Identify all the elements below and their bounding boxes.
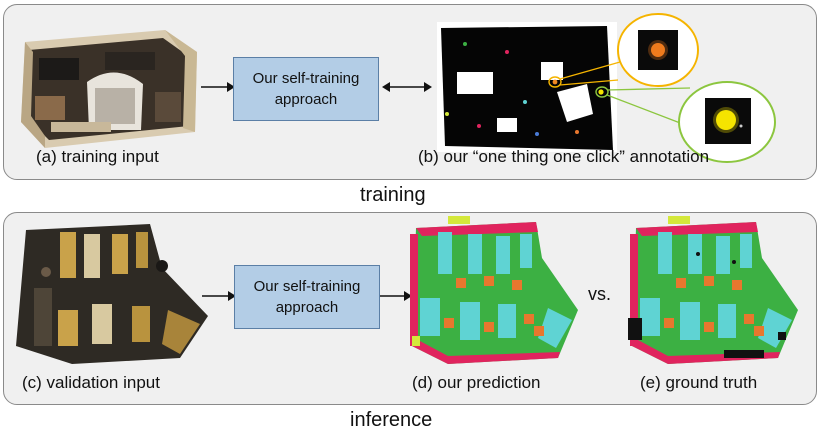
inference-section-label: inference [350,409,433,431]
training-input-image [15,22,201,150]
vs-label: vs. [588,284,612,304]
zoom-orange-click [616,12,700,88]
arrow-box-to-d [380,291,412,301]
box-line2: approach [274,91,338,108]
training-section-label: training [360,184,426,206]
arrow-a-to-box [201,82,235,92]
caption-annotation: (b) our “one thing one click” annotation [418,147,710,166]
caption-ground-truth: (e) ground truth [640,373,758,392]
box-line1: Our self-training [252,70,360,87]
caption-training-input: (a) training input [36,147,159,166]
ground-truth-image [628,214,800,368]
box-line2: approach [275,299,339,316]
caption-prediction: (d) our prediction [412,373,541,392]
box-line1: Our self-training [253,278,361,295]
bidirectional-arrow [382,82,432,92]
prediction-image [408,214,580,368]
self-training-box-training: Our self-training approach [233,57,379,121]
self-training-box-inference: Our self-training approach [234,265,380,329]
arrow-c-to-box [202,291,236,301]
callout-lines [548,61,691,127]
annotation-image [437,22,617,152]
zoom-yellow-click [677,80,777,164]
caption-validation-input: (c) validation input [22,373,160,392]
validation-input-image [12,218,208,368]
